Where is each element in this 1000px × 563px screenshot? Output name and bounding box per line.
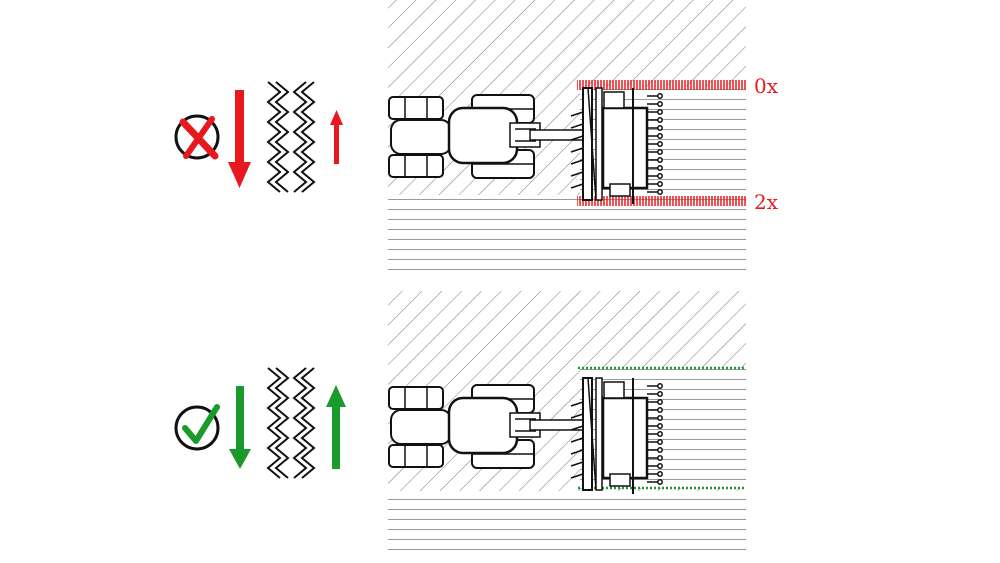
label-zero-x: 0x [754,74,779,98]
small-up-arrow [330,110,343,164]
travel-direction-down-arrow [228,90,251,188]
travel-direction-up-arrow [326,385,346,469]
missed-edge-marker [577,80,746,90]
correct-example-panel [174,291,746,555]
overlap-edge-marker [577,196,746,206]
check-circle-icon [174,404,220,451]
tyre-tracks-icon [267,367,315,479]
wrong-example-panel: 0x 2x [174,0,779,273]
cross-circle-icon [174,114,220,160]
travel-direction-down-arrow [229,386,251,469]
label-two-x: 2x [754,190,779,214]
tyre-tracks-icon [267,81,315,193]
